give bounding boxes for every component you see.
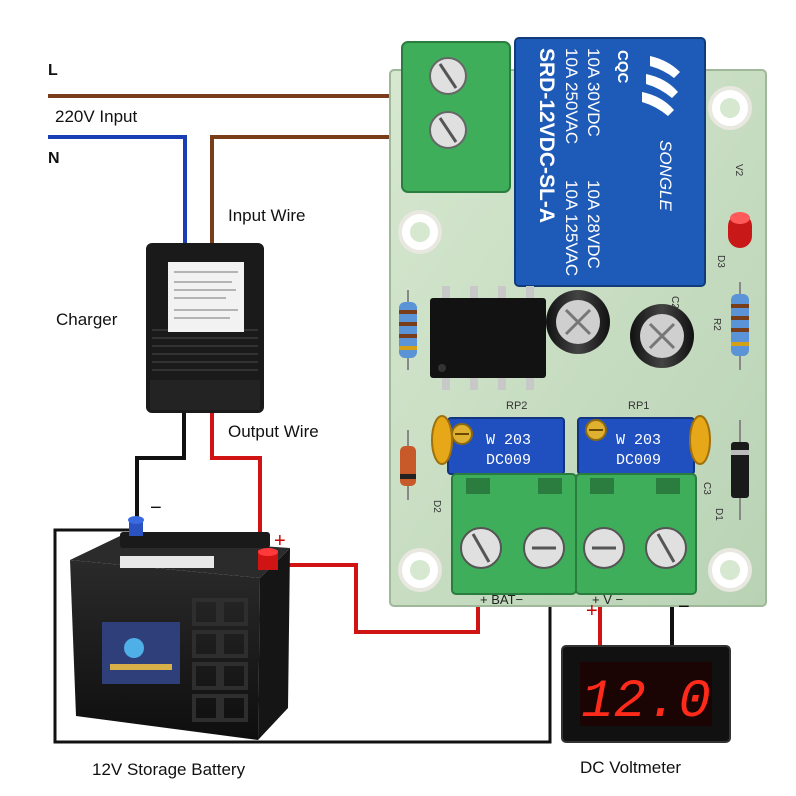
label-line-n: N bbox=[48, 150, 60, 167]
label-battery-minus: − bbox=[150, 497, 162, 519]
pot-rp1-code-2: DC009 bbox=[616, 452, 661, 469]
relay: SRD-12VDC-SL-A 10A 250VAC 10A 125VAC 10A… bbox=[514, 37, 706, 287]
relay-model: SRD-12VDC-SL-A bbox=[535, 48, 558, 223]
relay-rating-2: 10A 125VAC bbox=[562, 180, 581, 276]
label-220v-input: 220V Input bbox=[55, 107, 138, 126]
wire-neutral-n bbox=[48, 135, 187, 245]
relay-brand: SONGLE bbox=[656, 140, 675, 212]
terminal-block-bat bbox=[451, 473, 577, 595]
storage-battery bbox=[70, 516, 290, 740]
wire-charger-negative bbox=[135, 412, 186, 532]
label-d3: D3 bbox=[715, 255, 726, 268]
resistor-r2: R2 bbox=[711, 282, 749, 370]
label-v2: V2 bbox=[733, 164, 744, 177]
voltmeter-reading: 12.0 bbox=[581, 672, 711, 733]
label-r2: R2 bbox=[711, 318, 722, 331]
relay-rating-3: 10A 30VDC bbox=[584, 48, 603, 137]
dc-voltmeter: 12.0 bbox=[561, 645, 731, 743]
led-indicator: D3 V2 bbox=[715, 164, 752, 268]
charging-module-pcb: SRD-12VDC-SL-A 10A 250VAC 10A 125VAC 10A… bbox=[389, 37, 767, 607]
charger bbox=[146, 243, 264, 413]
label-d1: D1 bbox=[713, 508, 724, 521]
relay-cqc: CQC bbox=[614, 50, 631, 84]
battery-logo-icon bbox=[124, 638, 144, 658]
label-storage-battery: 12V Storage Battery bbox=[92, 760, 246, 779]
songle-logo-icon bbox=[642, 56, 680, 116]
wire-battery-to-bat-minus bbox=[53, 528, 552, 744]
wire-input-brown bbox=[210, 135, 400, 245]
ic-chip bbox=[430, 286, 546, 390]
label-battery-plus: + bbox=[274, 530, 286, 552]
terminal-block-v bbox=[575, 473, 697, 595]
terminal-label-bat: + BAT− bbox=[480, 592, 523, 607]
capacitor-c3: C3 bbox=[689, 415, 712, 495]
terminal-label-v: + V − bbox=[592, 592, 623, 607]
label-charger: Charger bbox=[56, 310, 118, 329]
pot-rp2-code-2: DC009 bbox=[486, 452, 531, 469]
diode-d2: D2 bbox=[400, 430, 442, 513]
pot-rp1-code-1: W 203 bbox=[616, 432, 661, 449]
relay-rating-4: 10A 28VDC bbox=[584, 180, 603, 269]
battery-terminal-negative bbox=[128, 516, 144, 536]
pot-rp2-code-1: W 203 bbox=[486, 432, 531, 449]
capacitor-c1 bbox=[546, 290, 610, 354]
label-line-l: L bbox=[48, 62, 58, 79]
wire-charger-positive bbox=[210, 412, 262, 555]
wire-battery-to-bat-plus bbox=[280, 563, 480, 634]
label-dc-voltmeter: DC Voltmeter bbox=[580, 758, 682, 777]
trim-pot-rp1[interactable]: W 203 DC009 bbox=[577, 417, 695, 475]
label-voltmeter-plus: + bbox=[586, 600, 598, 622]
label-c3: C3 bbox=[701, 482, 712, 495]
battery-terminal-positive bbox=[258, 548, 278, 570]
diode-d1: D1 bbox=[713, 420, 749, 521]
ac-input-terminal bbox=[401, 41, 511, 193]
label-output-wire: Output Wire bbox=[228, 422, 319, 441]
trim-pot-rp2[interactable]: W 203 DC009 bbox=[447, 417, 565, 475]
label-d2: D2 bbox=[431, 500, 442, 513]
charger-label-sticker bbox=[168, 262, 244, 332]
capacitor-small-left bbox=[431, 415, 453, 465]
label-input-wire: Input Wire bbox=[228, 206, 306, 225]
relay-rating-1: 10A 250VAC bbox=[562, 48, 581, 144]
label-voltmeter-minus: − bbox=[678, 596, 690, 618]
wires bbox=[48, 94, 674, 744]
label-c2: C2 bbox=[669, 296, 680, 309]
resistor-r1 bbox=[399, 290, 417, 370]
label-rp1: RP1 bbox=[628, 400, 649, 412]
capacitor-c2: C2 bbox=[630, 296, 694, 368]
label-rp2: RP2 bbox=[506, 400, 527, 412]
